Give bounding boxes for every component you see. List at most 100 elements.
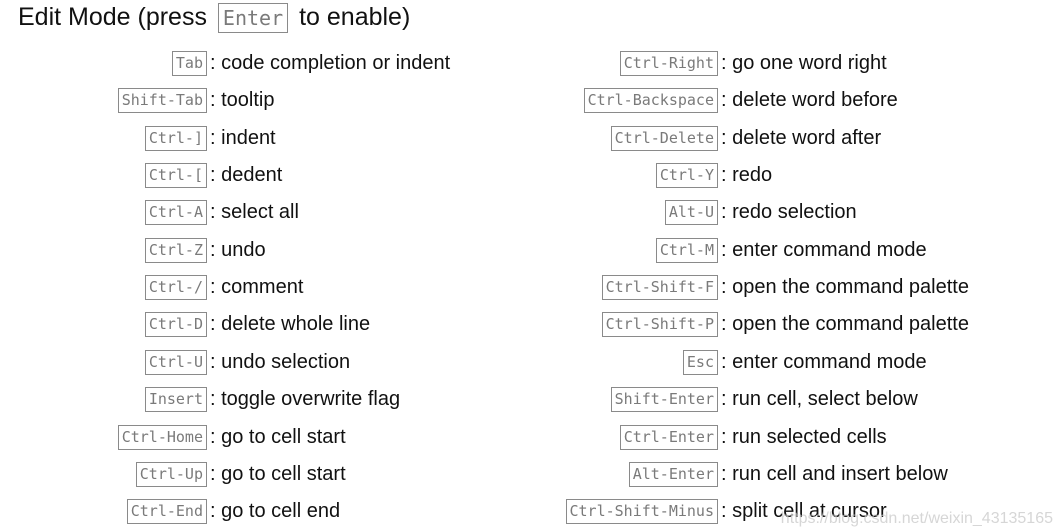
shortcut-separator: : xyxy=(210,239,216,261)
shortcut-description: : go to cell start xyxy=(210,459,346,489)
shortcut-key-wrap: Ctrl-Shift-Minus xyxy=(0,498,718,524)
shortcut-key-wrap: Ctrl-Y xyxy=(0,162,718,188)
shortcut-description-text: undo selection xyxy=(221,351,351,373)
shortcut-key: Alt-U xyxy=(664,199,718,225)
shortcut-key: Ctrl-End xyxy=(126,498,207,524)
shortcut-description-text: toggle overwrite flag xyxy=(221,388,401,410)
shortcut-description: : code completion or indent xyxy=(210,48,450,78)
shortcut-description: : redo selection xyxy=(721,197,857,227)
shortcut-key: Esc xyxy=(682,349,718,375)
shortcut-separator: : xyxy=(721,276,727,298)
shortcut-key-wrap: Ctrl-[ xyxy=(0,162,207,188)
shortcut-separator: : xyxy=(721,388,727,410)
shortcut-key-wrap: Ctrl-Up xyxy=(0,461,207,487)
shortcut-separator: : xyxy=(721,164,727,186)
shortcut-description: : go to cell start xyxy=(210,422,346,452)
shortcut-description-text: enter command mode xyxy=(732,351,927,373)
shortcut-separator: : xyxy=(210,426,216,448)
shortcut-description: : run cell and insert below xyxy=(721,459,948,489)
shortcut-key-wrap: Ctrl-Home xyxy=(0,424,207,450)
shortcut-separator: : xyxy=(721,426,727,448)
shortcut-separator: : xyxy=(210,313,216,335)
shortcut-description-text: dedent xyxy=(221,164,283,186)
shortcut-key: Tab xyxy=(171,50,207,76)
shortcut-description: : comment xyxy=(210,272,303,302)
shortcut-key-wrap: Ctrl-Shift-F xyxy=(0,274,718,300)
shortcut-separator: : xyxy=(721,201,727,223)
shortcut-description: : enter command mode xyxy=(721,347,927,377)
shortcut-row: Ctrl-Delete: delete word after xyxy=(0,123,881,153)
shortcut-description-text: go to cell start xyxy=(221,426,346,448)
shortcut-row: Alt-U: redo selection xyxy=(0,197,857,227)
shortcut-description: : delete whole line xyxy=(210,309,370,339)
shortcut-description: : toggle overwrite flag xyxy=(210,384,400,414)
shortcut-description: : dedent xyxy=(210,160,282,190)
shortcut-key-wrap: Ctrl-M xyxy=(0,237,718,263)
shortcut-description-text: delete word after xyxy=(732,127,882,149)
shortcut-separator: : xyxy=(721,89,727,111)
shortcut-description: : enter command mode xyxy=(721,235,927,265)
shortcut-row: Ctrl-Shift-P: open the command palette xyxy=(0,309,969,339)
shortcut-key: Insert xyxy=(144,386,207,412)
shortcut-description-text: run cell, select below xyxy=(732,388,918,410)
shortcut-key: Ctrl-A xyxy=(144,199,207,225)
shortcut-description: : go to cell end xyxy=(210,496,340,526)
shortcut-separator: : xyxy=(721,313,727,335)
shortcut-separator: : xyxy=(721,127,727,149)
shortcut-key: Alt-Enter xyxy=(628,461,718,487)
shortcut-description: : indent xyxy=(210,123,276,153)
shortcut-description: : run cell, select below xyxy=(721,384,918,414)
shortcut-separator: : xyxy=(210,201,216,223)
shortcut-row: Ctrl-Backspace: delete word before xyxy=(0,85,898,115)
shortcut-description: : open the command palette xyxy=(721,272,969,302)
shortcut-key: Ctrl-M xyxy=(655,237,718,263)
shortcut-description-text: redo xyxy=(732,164,773,186)
shortcut-separator: : xyxy=(210,52,216,74)
shortcut-separator: : xyxy=(210,388,216,410)
shortcut-description-text: go one word right xyxy=(732,52,887,74)
shortcut-key-wrap: Esc xyxy=(0,349,718,375)
shortcut-key-wrap: Ctrl-A xyxy=(0,199,207,225)
shortcut-description-text: delete word before xyxy=(732,89,898,111)
shortcut-description-text: code completion or indent xyxy=(221,52,451,74)
shortcut-key-wrap: Ctrl-Delete xyxy=(0,125,718,151)
shortcut-description-text: run selected cells xyxy=(732,426,887,448)
shortcut-key: Ctrl-U xyxy=(144,349,207,375)
shortcut-key: Ctrl-[ xyxy=(144,162,207,188)
shortcut-separator: : xyxy=(210,276,216,298)
title-text-before: Edit Mode (press xyxy=(18,3,207,31)
shortcut-key: Ctrl-Shift-F xyxy=(601,274,718,300)
shortcut-row: Ctrl-U: undo selection xyxy=(0,347,350,377)
shortcut-description-text: go to cell start xyxy=(221,463,346,485)
shortcut-key-wrap: Ctrl-D xyxy=(0,311,207,337)
shortcut-row: Ctrl-Right: go one word right xyxy=(0,48,887,78)
shortcut-row: Ctrl-Z: undo xyxy=(0,235,266,265)
shortcut-separator: : xyxy=(721,52,727,74)
shortcut-description: : undo xyxy=(210,235,266,265)
shortcut-row: Ctrl-/: comment xyxy=(0,272,303,302)
shortcut-key-wrap: Ctrl-Shift-P xyxy=(0,311,718,337)
shortcut-description: : go one word right xyxy=(721,48,887,78)
shortcut-key: Ctrl-Delete xyxy=(610,125,718,151)
shortcut-description-text: tooltip xyxy=(221,89,275,111)
shortcut-key: Ctrl-D xyxy=(144,311,207,337)
shortcut-description: : open the command palette xyxy=(721,309,969,339)
title-key-enter: Enter xyxy=(217,3,289,34)
shortcut-description-text: redo selection xyxy=(732,201,857,223)
shortcut-key-wrap: Ctrl-] xyxy=(0,125,207,151)
shortcut-separator: : xyxy=(210,127,216,149)
shortcut-row: Ctrl-Y: redo xyxy=(0,160,772,190)
shortcut-description: : tooltip xyxy=(210,85,275,115)
shortcut-description-text: undo xyxy=(221,239,266,261)
shortcut-row: Ctrl-Enter: run selected cells xyxy=(0,422,887,452)
shortcut-row: Ctrl-End: go to cell end xyxy=(0,496,340,526)
shortcut-separator: : xyxy=(210,89,216,111)
shortcut-row: Ctrl-Home: go to cell start xyxy=(0,422,346,452)
shortcut-description-text: enter command mode xyxy=(732,239,927,261)
shortcut-key-wrap: Ctrl-U xyxy=(0,349,207,375)
title-text-after: to enable) xyxy=(299,3,411,31)
shortcut-description-text: open the command palette xyxy=(732,276,969,298)
shortcut-key-wrap: Shift-Tab xyxy=(0,87,207,113)
shortcut-separator: : xyxy=(721,500,727,522)
shortcut-key: Ctrl-Up xyxy=(135,461,207,487)
